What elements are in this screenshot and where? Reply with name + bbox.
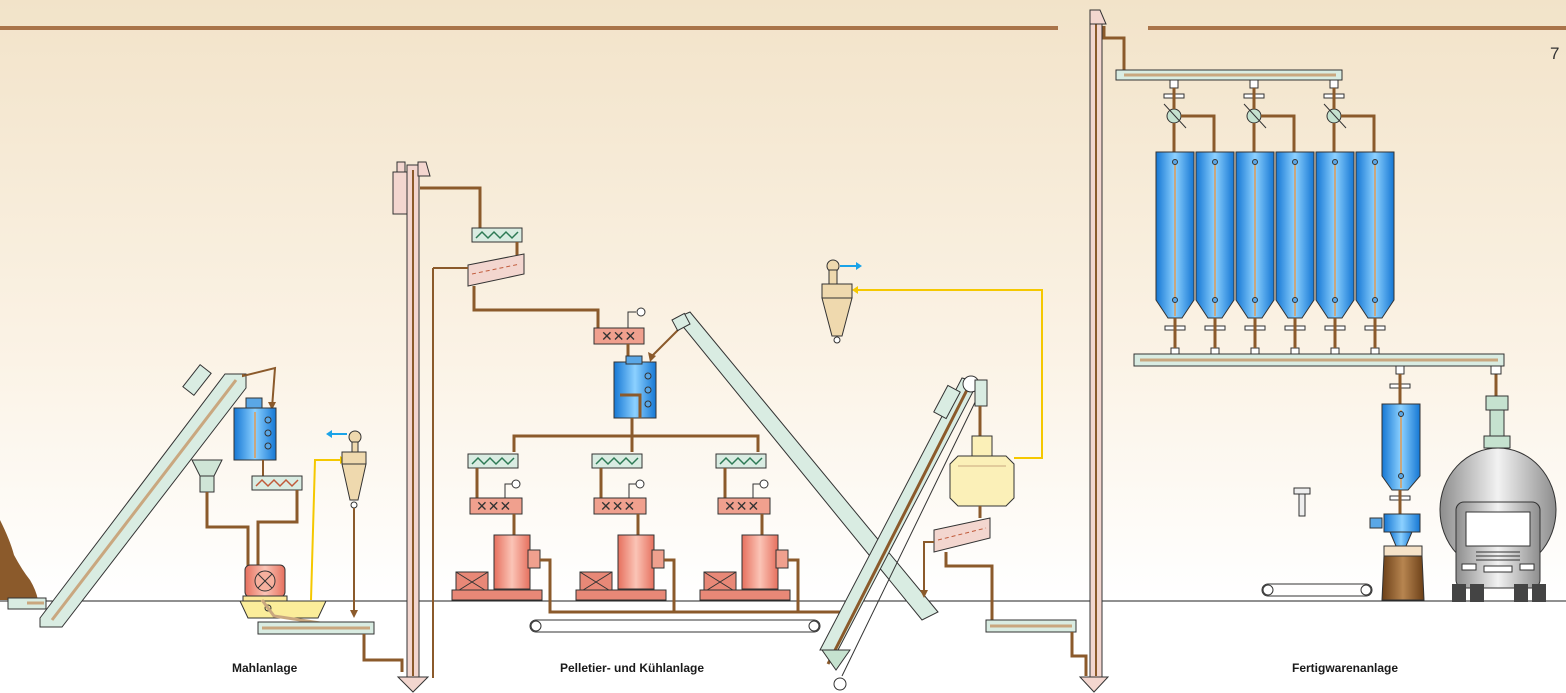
page-number: 7 <box>1550 44 1560 63</box>
bucket-elevator-1 <box>39 363 247 628</box>
intake-conveyor <box>7 597 47 610</box>
truck-icon <box>1439 447 1557 602</box>
silo-group <box>1155 79 1395 355</box>
sack-belt <box>1261 583 1373 597</box>
intake-hopper <box>191 459 223 493</box>
top-rule <box>0 26 1566 30</box>
svg-text:✕✕✕: ✕✕✕ <box>600 499 635 515</box>
bucket-elevator-3 <box>819 375 988 691</box>
bagging-silo <box>1369 365 1421 547</box>
screw-conveyor-top <box>471 227 523 243</box>
sack-icon <box>1381 545 1425 601</box>
pellet-top-feeder: ✕✕✕ <box>593 327 645 345</box>
raw-material-heap <box>0 520 38 600</box>
section-label-pelletier: Pelletier- und Kühlanlage <box>560 661 705 675</box>
section-label-fertigwaren: Fertigwarenanlage <box>1292 661 1399 675</box>
cyclone-2 <box>821 259 862 344</box>
svg-text:✕✕✕: ✕✕✕ <box>476 499 511 515</box>
bucket-elevator-icon <box>392 161 431 693</box>
cooler <box>949 435 1015 507</box>
bucket-elevator-4 <box>1078 9 1110 693</box>
air-line-2 <box>856 289 1043 459</box>
cyclone-icon <box>341 451 367 509</box>
pellet-mixer <box>613 355 657 419</box>
air-line-1 <box>310 459 340 601</box>
sample-probe-icon <box>1293 487 1311 517</box>
svg-text:✕✕✕: ✕✕✕ <box>601 329 636 345</box>
screw-conveyor-icon <box>251 475 303 491</box>
diagonal-conveyor <box>671 311 939 621</box>
sieve-2 <box>933 517 991 553</box>
feed-line <box>242 366 277 409</box>
hammer-mill-icon <box>242 564 288 602</box>
svg-text:✕✕✕: ✕✕✕ <box>724 499 759 515</box>
section-label-mahlanlage: Mahlanlage <box>232 661 298 675</box>
silo-icon <box>233 397 277 461</box>
sieve-1 <box>467 253 525 287</box>
fan-icon <box>326 430 362 453</box>
truck-fill-spout <box>1483 395 1511 449</box>
collection-trough <box>239 600 327 619</box>
belt-conveyor-1 <box>529 619 821 633</box>
pellet-press-icon: ✕✕✕ ✕✕✕ ✕✕✕ <box>451 453 791 601</box>
